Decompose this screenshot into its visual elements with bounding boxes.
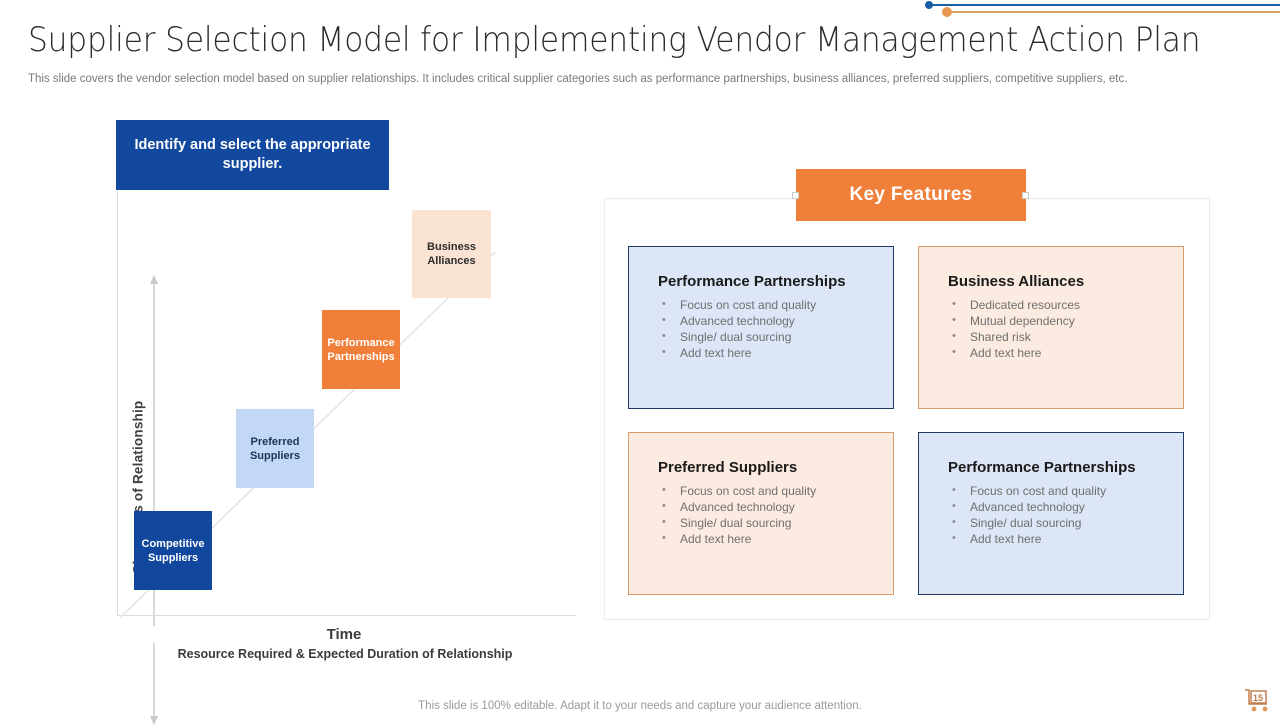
- header-accent-dot-blue: [925, 1, 933, 9]
- key-features-banner: Key Features: [796, 169, 1026, 221]
- list-item: Shared risk: [948, 328, 1183, 345]
- key-feature-card[interactable]: Performance Partnerships Focus on cost a…: [918, 432, 1184, 595]
- chart-y-axis-line: [117, 160, 118, 616]
- page-subtitle: This slide covers the vendor selection m…: [28, 73, 1128, 85]
- x-axis-sublabel: Resource Required & Expected Duration of…: [177, 647, 513, 661]
- key-feature-card[interactable]: Performance Partnerships Focus on cost a…: [628, 246, 894, 409]
- card-bullet-list: Focus on cost and quality Advanced techn…: [658, 482, 893, 547]
- card-bullet-list: Dedicated resources Mutual dependency Sh…: [948, 296, 1183, 361]
- key-features-card-grid: Performance Partnerships Focus on cost a…: [628, 246, 1187, 598]
- list-item: Focus on cost and quality: [948, 482, 1183, 499]
- list-item: Add text here: [948, 530, 1183, 547]
- key-feature-card[interactable]: Preferred Suppliers Focus on cost and qu…: [628, 432, 894, 595]
- card-title: Business Alliances: [948, 273, 1085, 290]
- page-title: Supplier Selection Model for Implementin…: [28, 20, 1201, 60]
- header-accent-line-blue: [928, 4, 1280, 6]
- page-number: 15: [1252, 693, 1263, 703]
- key-feature-card[interactable]: Business Alliances Dedicated resources M…: [918, 246, 1184, 409]
- list-item: Advanced technology: [658, 312, 893, 329]
- key-features-handle-right[interactable]: [1022, 192, 1029, 199]
- step-performance-partnerships[interactable]: Performance Partnerships: [322, 310, 400, 389]
- step-preferred-suppliers[interactable]: Preferred Suppliers: [236, 409, 314, 488]
- card-title: Preferred Suppliers: [658, 459, 798, 476]
- header-accent-dot-orange: [942, 7, 952, 17]
- step-business-alliances[interactable]: Business Alliances: [412, 210, 491, 298]
- card-bullet-list: Focus on cost and quality Advanced techn…: [658, 296, 893, 361]
- list-item: Mutual dependency: [948, 312, 1183, 329]
- key-features-handle-left[interactable]: [792, 192, 799, 199]
- list-item: Dedicated resources: [948, 296, 1183, 313]
- header-accent-line-orange: [950, 11, 1280, 13]
- cart-icon: [1245, 689, 1268, 712]
- chart-x-axis-line: [117, 615, 576, 616]
- list-item: Add text here: [658, 344, 893, 361]
- list-item: Single/ dual sourcing: [658, 328, 893, 345]
- list-item: Single/ dual sourcing: [658, 514, 893, 531]
- x-axis-label-text: Time: [312, 626, 376, 643]
- card-title: Performance Partnerships: [948, 459, 1136, 476]
- list-item: Add text here: [658, 530, 893, 547]
- x-axis-label: Time: [118, 626, 570, 643]
- list-item: Single/ dual sourcing: [948, 514, 1183, 531]
- chart-headline-box: Identify and select the appropriate supp…: [116, 120, 389, 190]
- list-item: Advanced technology: [948, 498, 1183, 515]
- card-bullet-list: Focus on cost and quality Advanced techn…: [948, 482, 1183, 547]
- card-title: Performance Partnerships: [658, 273, 846, 290]
- list-item: Focus on cost and quality: [658, 482, 893, 499]
- footer-note: This slide is 100% editable. Adapt it to…: [418, 700, 862, 712]
- list-item: Advanced technology: [658, 498, 893, 515]
- step-competitive-suppliers[interactable]: Competitive Suppliers: [134, 511, 212, 590]
- list-item: Focus on cost and quality: [658, 296, 893, 313]
- list-item: Add text here: [948, 344, 1183, 361]
